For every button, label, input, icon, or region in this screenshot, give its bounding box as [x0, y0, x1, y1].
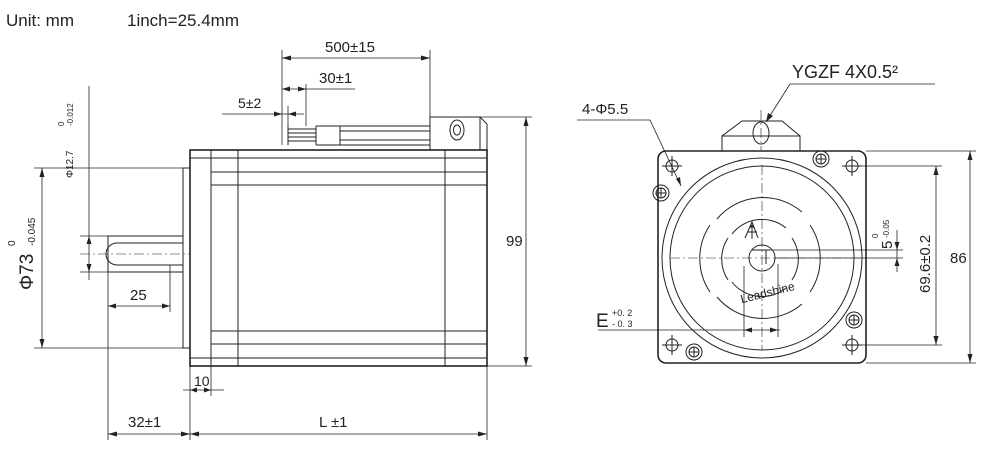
- dim-e-tol-lower: - 0. 3: [612, 319, 633, 329]
- cable: [339, 125, 431, 146]
- flange-outline: [657, 150, 867, 364]
- unit-conversion: 1inch=25.4mm: [127, 11, 239, 30]
- dim-flange-size: 86: [950, 250, 967, 267]
- dim-pilot-tol-lower: -0.045: [27, 217, 38, 246]
- unit-label: Unit: mm: [6, 11, 74, 30]
- cable-gland: [429, 116, 481, 151]
- dim-key-length: 25: [130, 287, 147, 304]
- dim-shaft-length: 32±1: [128, 414, 161, 431]
- dim-pilot-thickness: 10: [194, 373, 210, 389]
- cable-spec-label: YGZF 4X0.5²: [792, 62, 898, 82]
- side-view: 500±15 30±1 5±2 99 Φ12.7 0 -0.0: [7, 39, 532, 440]
- dim-hole-pitch: 69.6±0.2: [917, 235, 934, 293]
- dim-shaft-diameter: Φ12.7: [65, 150, 76, 178]
- dim-tin-length: 5±2: [238, 95, 261, 111]
- screw-4: [685, 343, 703, 361]
- holes-label: 4-Φ5.5: [582, 101, 628, 118]
- screw-3: [845, 311, 863, 329]
- dim-body-height: 99: [506, 233, 523, 250]
- front-view: ↑ Leadshine YGZF 4X: [577, 62, 976, 364]
- dim-flat-tol-lower: -0.05: [882, 219, 891, 238]
- dim-flat-depth: 5: [879, 241, 896, 249]
- dim-strip-length: 30±1: [319, 70, 352, 87]
- dim-body-length: L ±1: [319, 414, 348, 431]
- logo-icon: ↑: [746, 217, 758, 244]
- pilot-boss: [182, 167, 191, 349]
- dim-e-tol-upper: +0. 2: [612, 308, 632, 318]
- leadshine-logo: ↑ Leadshine: [739, 217, 796, 306]
- dim-flat-tol-upper: 0: [871, 233, 880, 238]
- screw-1: [652, 184, 670, 202]
- front-cable-gland: [721, 120, 801, 151]
- dim-cable-length: 500±15: [325, 39, 375, 56]
- dim-pilot-diameter: Φ73: [17, 254, 38, 290]
- dim-shaft-tol-lower: -0.012: [66, 103, 75, 126]
- dim-pilot-tol-upper: 0: [7, 240, 18, 246]
- logo-text: Leadshine: [739, 279, 796, 306]
- dim-shaft-tol-upper: 0: [57, 121, 66, 126]
- screw-2: [812, 150, 830, 168]
- dim-e-label: E: [596, 311, 609, 332]
- motor-body-outline: [189, 149, 488, 367]
